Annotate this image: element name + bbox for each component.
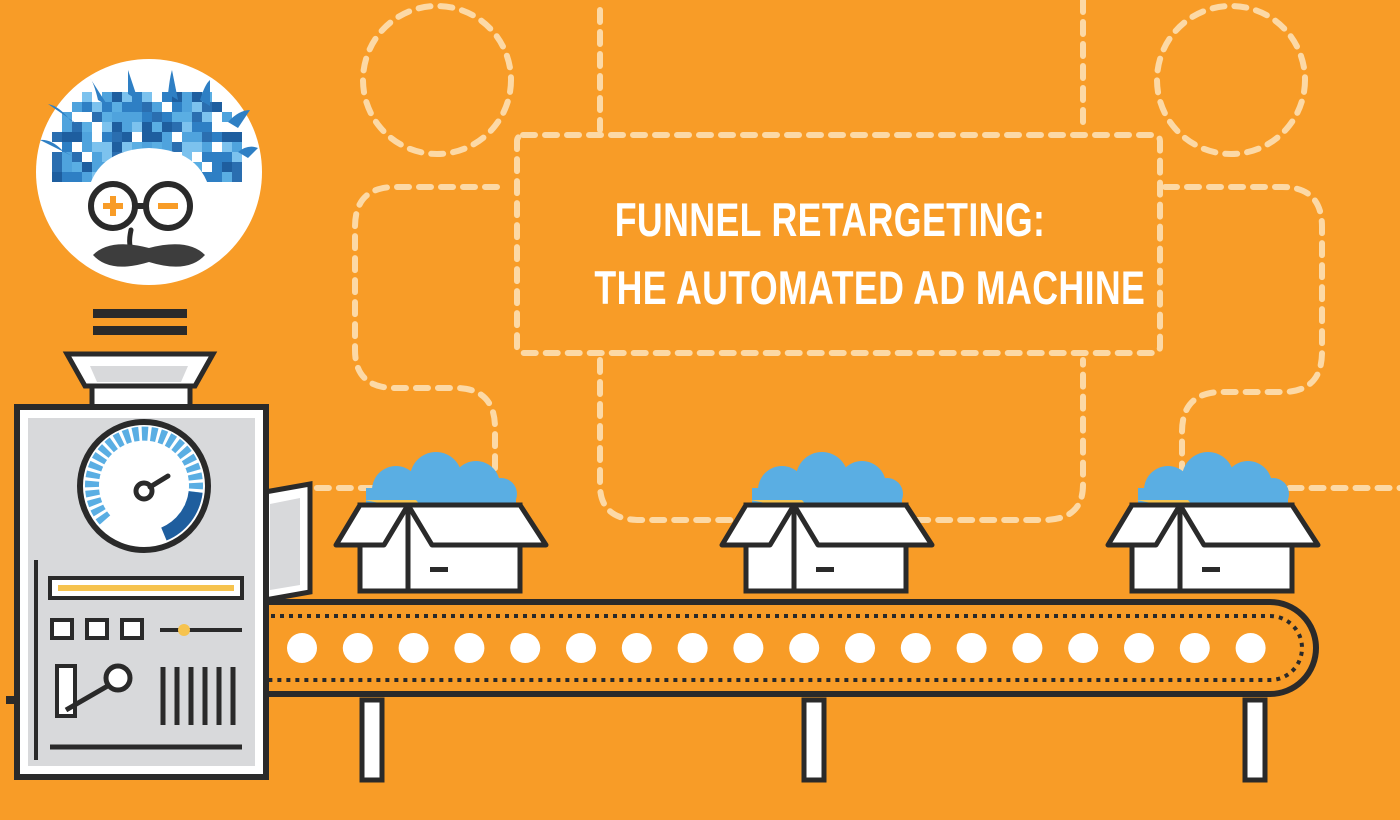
conveyor-leg <box>1242 697 1268 783</box>
conveyor-roller <box>398 633 429 663</box>
conveyor-roller <box>1124 633 1154 663</box>
dashed-title-frame <box>514 132 1163 356</box>
speedometer-icon <box>77 419 211 553</box>
conveyor-roller <box>621 633 652 663</box>
machine-lever-slot <box>55 664 77 718</box>
dashed-path-right <box>1162 184 1400 491</box>
ad-machine <box>6 309 313 780</box>
headline-line-1: FUNNEL RETARGETING: <box>614 193 1046 246</box>
conveyor-roller <box>454 633 485 663</box>
machine-neck-line <box>93 326 187 335</box>
conveyor-leg <box>359 697 385 783</box>
conveyor-roller <box>1068 633 1099 663</box>
conveyor-roller <box>566 633 596 663</box>
dashed-circle-right <box>1154 3 1308 157</box>
conveyor-roller <box>789 633 820 663</box>
conveyor-roller <box>956 633 987 663</box>
conveyor-legs <box>359 697 1268 783</box>
minus-icon <box>158 203 178 209</box>
conveyor-roller <box>1012 633 1043 663</box>
conveyor-roller <box>845 633 875 663</box>
conveyor-belt <box>247 599 1319 697</box>
open-box-icon <box>719 452 935 594</box>
box-row <box>333 452 1321 594</box>
machine-neck-line <box>93 309 187 318</box>
conveyor-roller <box>342 633 373 663</box>
machine-button <box>120 618 144 640</box>
conveyor-rollers <box>287 633 1266 663</box>
conveyor-roller <box>1235 633 1266 663</box>
conveyor-roller <box>677 633 708 663</box>
machine-slider-knob <box>178 624 190 636</box>
mad-scientist-icon <box>36 59 262 285</box>
dashed-path-left <box>297 184 500 491</box>
conveyor-leg <box>801 697 827 783</box>
machine-button <box>50 618 74 640</box>
open-box-icon <box>333 452 549 594</box>
open-box-icon <box>1105 452 1321 594</box>
headline-line-2: THE AUTOMATED AD MACHINE <box>594 261 1146 314</box>
conveyor-roller <box>510 633 541 663</box>
conveyor-roller <box>287 633 317 663</box>
conveyor-roller <box>900 633 931 663</box>
conveyor-roller <box>1179 633 1210 663</box>
machine-button <box>85 618 109 640</box>
machine-vent <box>160 667 236 725</box>
moustache <box>93 244 205 267</box>
conveyor-roller <box>733 633 764 663</box>
dashed-circle-left <box>360 3 514 157</box>
headline: FUNNEL RETARGETING: THE AUTOMATED AD MAC… <box>594 186 1146 322</box>
